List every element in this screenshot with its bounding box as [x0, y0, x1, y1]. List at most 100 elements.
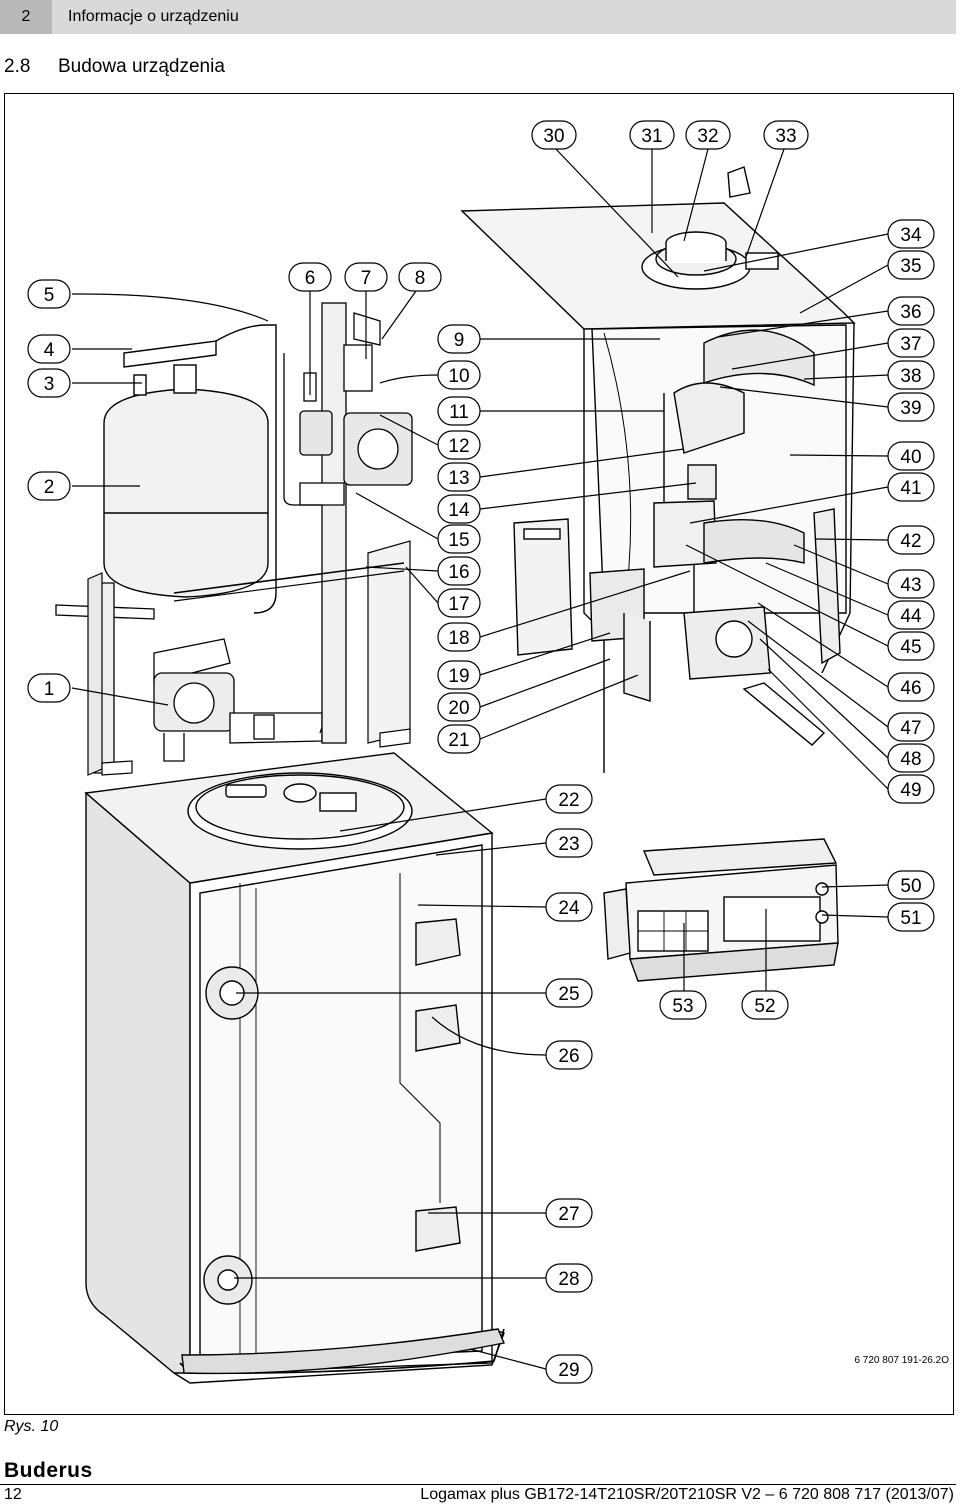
callout-41	[689, 472, 935, 524]
callout-45	[685, 544, 935, 661]
callout-29	[469, 1348, 593, 1384]
figure-caption: Rys. 10	[4, 1418, 59, 1435]
callout-46	[757, 602, 935, 702]
callout-33	[745, 120, 809, 258]
callout-label-30: 30	[543, 126, 564, 147]
callout-27	[428, 1198, 593, 1228]
boiler-module	[460, 166, 856, 773]
callout-24	[417, 892, 593, 922]
callout-label-49: 49	[900, 780, 921, 801]
callout-47	[747, 620, 935, 742]
figure-code: 6 720 807 191-26.2O	[854, 1355, 949, 1366]
callout-label-35: 35	[900, 256, 921, 277]
callout-label-1: 1	[44, 679, 55, 700]
callout-13	[437, 448, 685, 492]
control-unit	[603, 838, 839, 982]
callout-15	[355, 492, 481, 554]
callout-label-32: 32	[697, 126, 718, 147]
callout-22	[339, 784, 593, 832]
callout-label-40: 40	[900, 447, 921, 468]
callout-14	[437, 482, 697, 524]
callout-3	[27, 368, 142, 398]
callout-52	[741, 909, 789, 1020]
callout-37	[731, 328, 935, 370]
callout-label-16: 16	[448, 562, 469, 583]
document-reference: Logamax plus GB172-14T210SR/20T210SR V2 …	[420, 1486, 954, 1503]
chapter-title: Informacje o urządzeniu	[68, 8, 239, 25]
callout-30	[531, 120, 679, 278]
callout-label-7: 7	[361, 268, 372, 289]
callout-42	[815, 525, 935, 555]
callout-label-36: 36	[900, 302, 921, 323]
chapter-number: 2	[21, 8, 31, 25]
callout-label-41: 41	[900, 478, 921, 499]
callout-label-2: 2	[44, 477, 55, 498]
brand-logo: Buderus	[4, 1459, 93, 1482]
device-diagram: 1 2 3 4 5 6 7 8 9 10 11 12 13 14 15 16 1…	[4, 93, 954, 1415]
callout-label-11: 11	[449, 402, 469, 423]
figure-frame	[4, 93, 954, 1415]
callout-38	[803, 360, 935, 390]
expansion-vessel	[103, 324, 277, 614]
callout-label-37: 37	[900, 334, 921, 355]
callout-2	[27, 471, 140, 501]
callout-label-19: 19	[448, 666, 469, 687]
callout-26	[431, 1016, 593, 1070]
callout-28	[234, 1263, 593, 1293]
callout-17	[405, 566, 481, 618]
callout-50	[821, 870, 935, 900]
callout-label-15: 15	[448, 530, 469, 551]
callout-label-46: 46	[900, 678, 921, 699]
footer-divider	[0, 1484, 956, 1485]
callout-label-29: 29	[558, 1360, 579, 1381]
callout-label-6: 6	[305, 268, 316, 289]
callout-label-27: 27	[558, 1204, 579, 1225]
chapter-number-box	[0, 0, 52, 34]
callout-label-24: 24	[558, 898, 580, 919]
section-number: 2.8	[4, 56, 31, 77]
callout-label-25: 25	[558, 984, 579, 1005]
callout-label-47: 47	[900, 718, 921, 739]
callout-35	[799, 250, 935, 314]
callout-label-53: 53	[672, 996, 693, 1017]
callout-label-26: 26	[558, 1046, 579, 1067]
callout-label-50: 50	[900, 876, 921, 897]
central-hydraulic-column	[283, 302, 413, 744]
callout-23	[435, 828, 593, 858]
callout-label-13: 13	[448, 468, 469, 489]
callout-36	[717, 296, 935, 338]
callout-label-14: 14	[448, 500, 470, 521]
callout-9	[437, 324, 660, 354]
callout-label-12: 12	[448, 436, 469, 457]
callouts	[27, 120, 935, 1384]
callout-21	[437, 674, 639, 754]
callout-label-39: 39	[900, 398, 921, 419]
callout-numbers: 1 2 3 4 5 6 7 8 9 10 11 12 13 14 15 16 1…	[44, 126, 922, 1381]
connecting-pipe	[173, 562, 405, 594]
callout-label-20: 20	[448, 698, 469, 719]
callout-11	[437, 396, 664, 426]
callout-31	[629, 120, 675, 233]
callout-label-33: 33	[775, 126, 796, 147]
callout-label-52: 52	[754, 996, 775, 1017]
callout-20	[437, 658, 611, 722]
callout-label-3: 3	[44, 374, 55, 395]
callout-label-42: 42	[900, 531, 921, 552]
callout-label-18: 18	[448, 628, 469, 649]
callout-label-4: 4	[44, 340, 55, 361]
callout-4	[27, 334, 132, 364]
page-number: 12	[4, 1486, 22, 1503]
callout-39	[719, 386, 935, 422]
callout-label-44: 44	[900, 606, 922, 627]
callout-label-9: 9	[454, 330, 465, 351]
storage-tank	[84, 752, 505, 1384]
callout-43	[793, 544, 935, 599]
callout-label-8: 8	[415, 268, 426, 289]
callout-25	[236, 978, 593, 1008]
callout-label-28: 28	[558, 1269, 579, 1290]
callout-10	[379, 360, 481, 390]
callout-7	[344, 262, 388, 359]
callout-label-5: 5	[44, 285, 55, 306]
section-title: Budowa urządzenia	[58, 56, 225, 77]
callout-51	[821, 902, 935, 932]
